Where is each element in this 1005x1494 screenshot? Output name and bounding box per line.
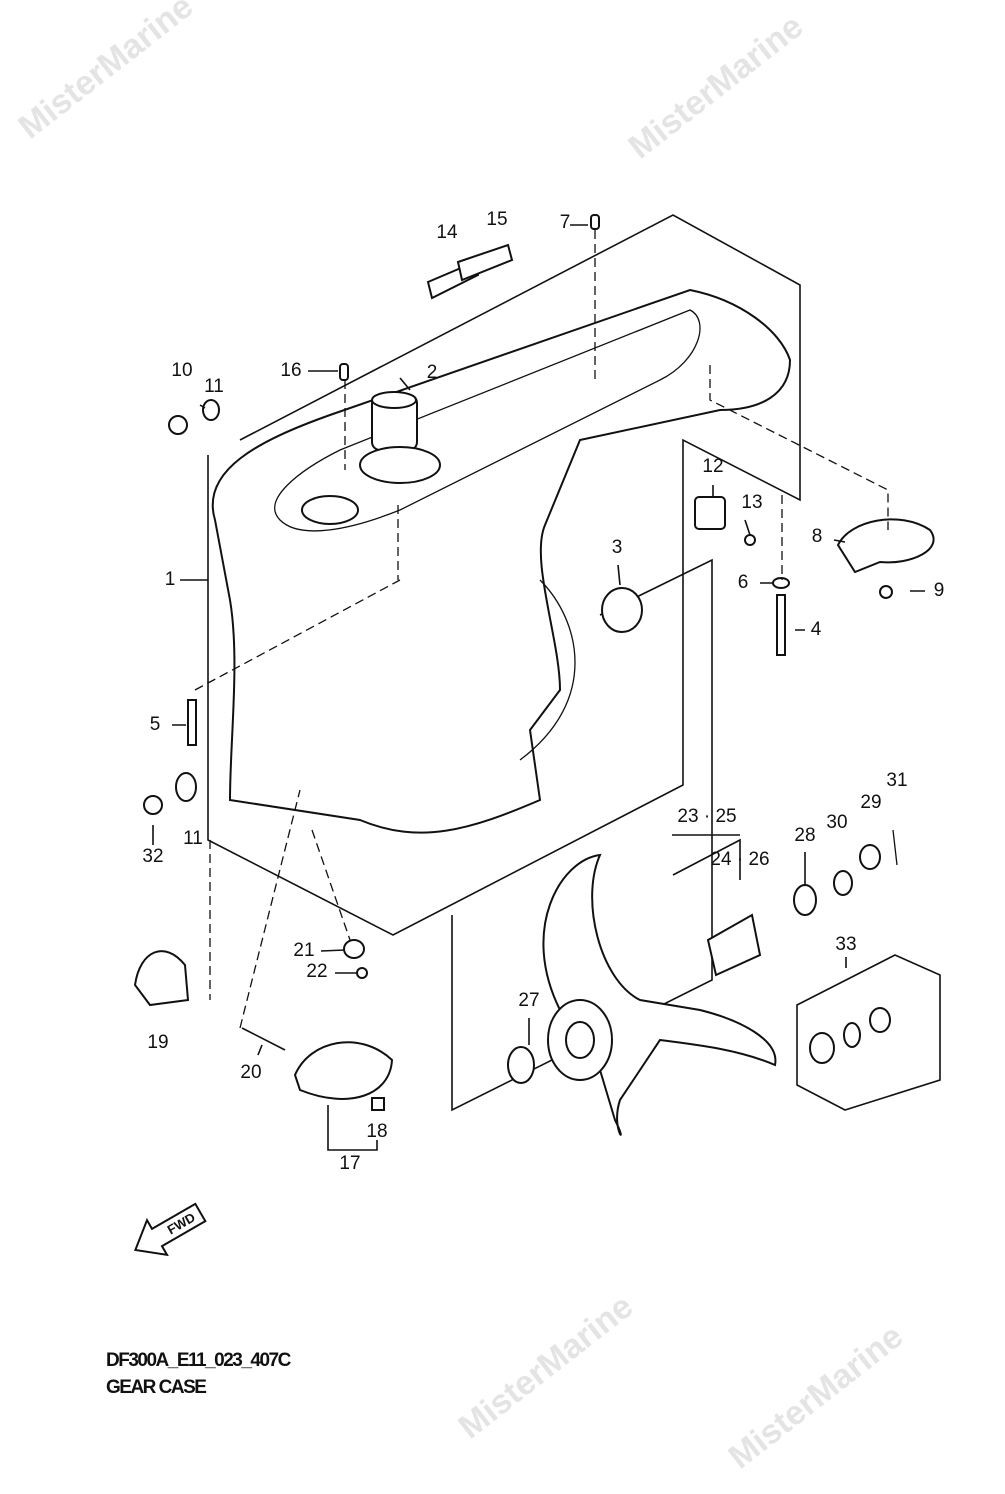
callout-19: 19 <box>147 1032 168 1053</box>
propeller-bore <box>565 1021 595 1059</box>
callout-27: 27 <box>518 990 539 1011</box>
kit-spacer <box>809 1032 835 1064</box>
part-9-bolt <box>879 585 893 599</box>
part-28-spacer <box>793 884 817 916</box>
part-11-washer <box>202 399 220 421</box>
callout-3: 3 <box>612 537 623 558</box>
part-7-pin <box>590 214 600 230</box>
part-6-washer <box>772 577 790 589</box>
callout-9: 9 <box>934 580 945 601</box>
part-4-bolt <box>776 594 786 656</box>
part-17-cover <box>293 1041 394 1100</box>
part-19-cover <box>133 950 190 1007</box>
fwd-arrow-icon: FWD <box>133 1202 207 1257</box>
kit-washer <box>843 1022 861 1048</box>
water-passage <box>301 495 359 525</box>
part-16-pin <box>339 363 349 381</box>
callout-1: 1 <box>165 569 176 590</box>
part-20-bolt <box>241 1027 286 1051</box>
part-27-thrust-washer <box>507 1046 535 1084</box>
diagram-title: GEAR CASE <box>106 1377 207 1398</box>
callout-11: 11 <box>204 376 224 397</box>
callout-7: 7 <box>560 212 571 233</box>
gear-case-body <box>211 288 792 834</box>
part-33-kit-frame <box>796 954 941 1111</box>
part-3-seal <box>601 587 643 633</box>
part-11-washer-lower <box>175 772 197 802</box>
callout-5: 5 <box>150 714 161 735</box>
part-21-grommet <box>343 939 365 959</box>
gear-case-top-deck <box>274 309 701 532</box>
leader-lines <box>194 230 889 1029</box>
part-31-cotter-pin <box>892 829 898 866</box>
callout-13: 13 <box>741 492 762 513</box>
callout-17: 17 <box>339 1153 360 1174</box>
torpedo-nose-line <box>519 579 576 761</box>
gear-case-frame <box>207 214 801 936</box>
part-12-anode <box>694 496 726 530</box>
part-29-nut <box>859 844 881 870</box>
part-10-plug <box>168 415 188 435</box>
callout-2: 2 <box>427 362 438 383</box>
callout-10: 10 <box>171 360 192 381</box>
callout-11: 11 <box>183 828 203 849</box>
callout-24-26: 24 · 26 <box>710 849 769 870</box>
part-15-plate <box>456 243 514 282</box>
kit-nut <box>869 1007 891 1033</box>
part-8-trim-tab <box>836 518 935 574</box>
drive-shaft-bore <box>371 391 417 409</box>
callout-14: 14 <box>436 222 458 243</box>
propeller <box>542 853 777 1136</box>
part-18-clip <box>371 1097 385 1111</box>
part-24-bushing <box>706 913 762 977</box>
diagram-code: DF300A_E11_023_407C <box>106 1350 291 1371</box>
callout-4: 4 <box>811 619 822 640</box>
bearing-bore <box>359 446 441 484</box>
callout-8: 8 <box>812 526 823 547</box>
part-13-bolt <box>744 534 756 546</box>
callout-22: 22 <box>306 961 327 982</box>
callout-31: 31 <box>886 770 907 791</box>
callout-33: 33 <box>835 934 856 955</box>
propeller-frame <box>451 558 713 1112</box>
part-30-washer <box>833 870 853 896</box>
callout-labels: 123456789101111121314151617181920212223 … <box>142 209 944 1174</box>
callout-20: 20 <box>240 1062 261 1083</box>
part-32-plug <box>143 795 163 815</box>
callout-12: 12 <box>702 456 723 477</box>
callout-6: 6 <box>738 572 749 593</box>
callout-18: 18 <box>366 1121 387 1142</box>
callout-30: 30 <box>826 812 847 833</box>
callout-28: 28 <box>794 825 815 846</box>
part-5-bolt <box>187 699 197 746</box>
callout-leaders <box>152 224 925 1151</box>
callout-23-25: 23 · 25 <box>677 806 736 827</box>
callout-21: 21 <box>293 940 314 961</box>
callout-15: 15 <box>486 209 507 230</box>
part-22-screw <box>356 967 368 979</box>
callout-29: 29 <box>860 792 881 813</box>
callout-16: 16 <box>280 360 301 381</box>
callout-32: 32 <box>142 846 163 867</box>
